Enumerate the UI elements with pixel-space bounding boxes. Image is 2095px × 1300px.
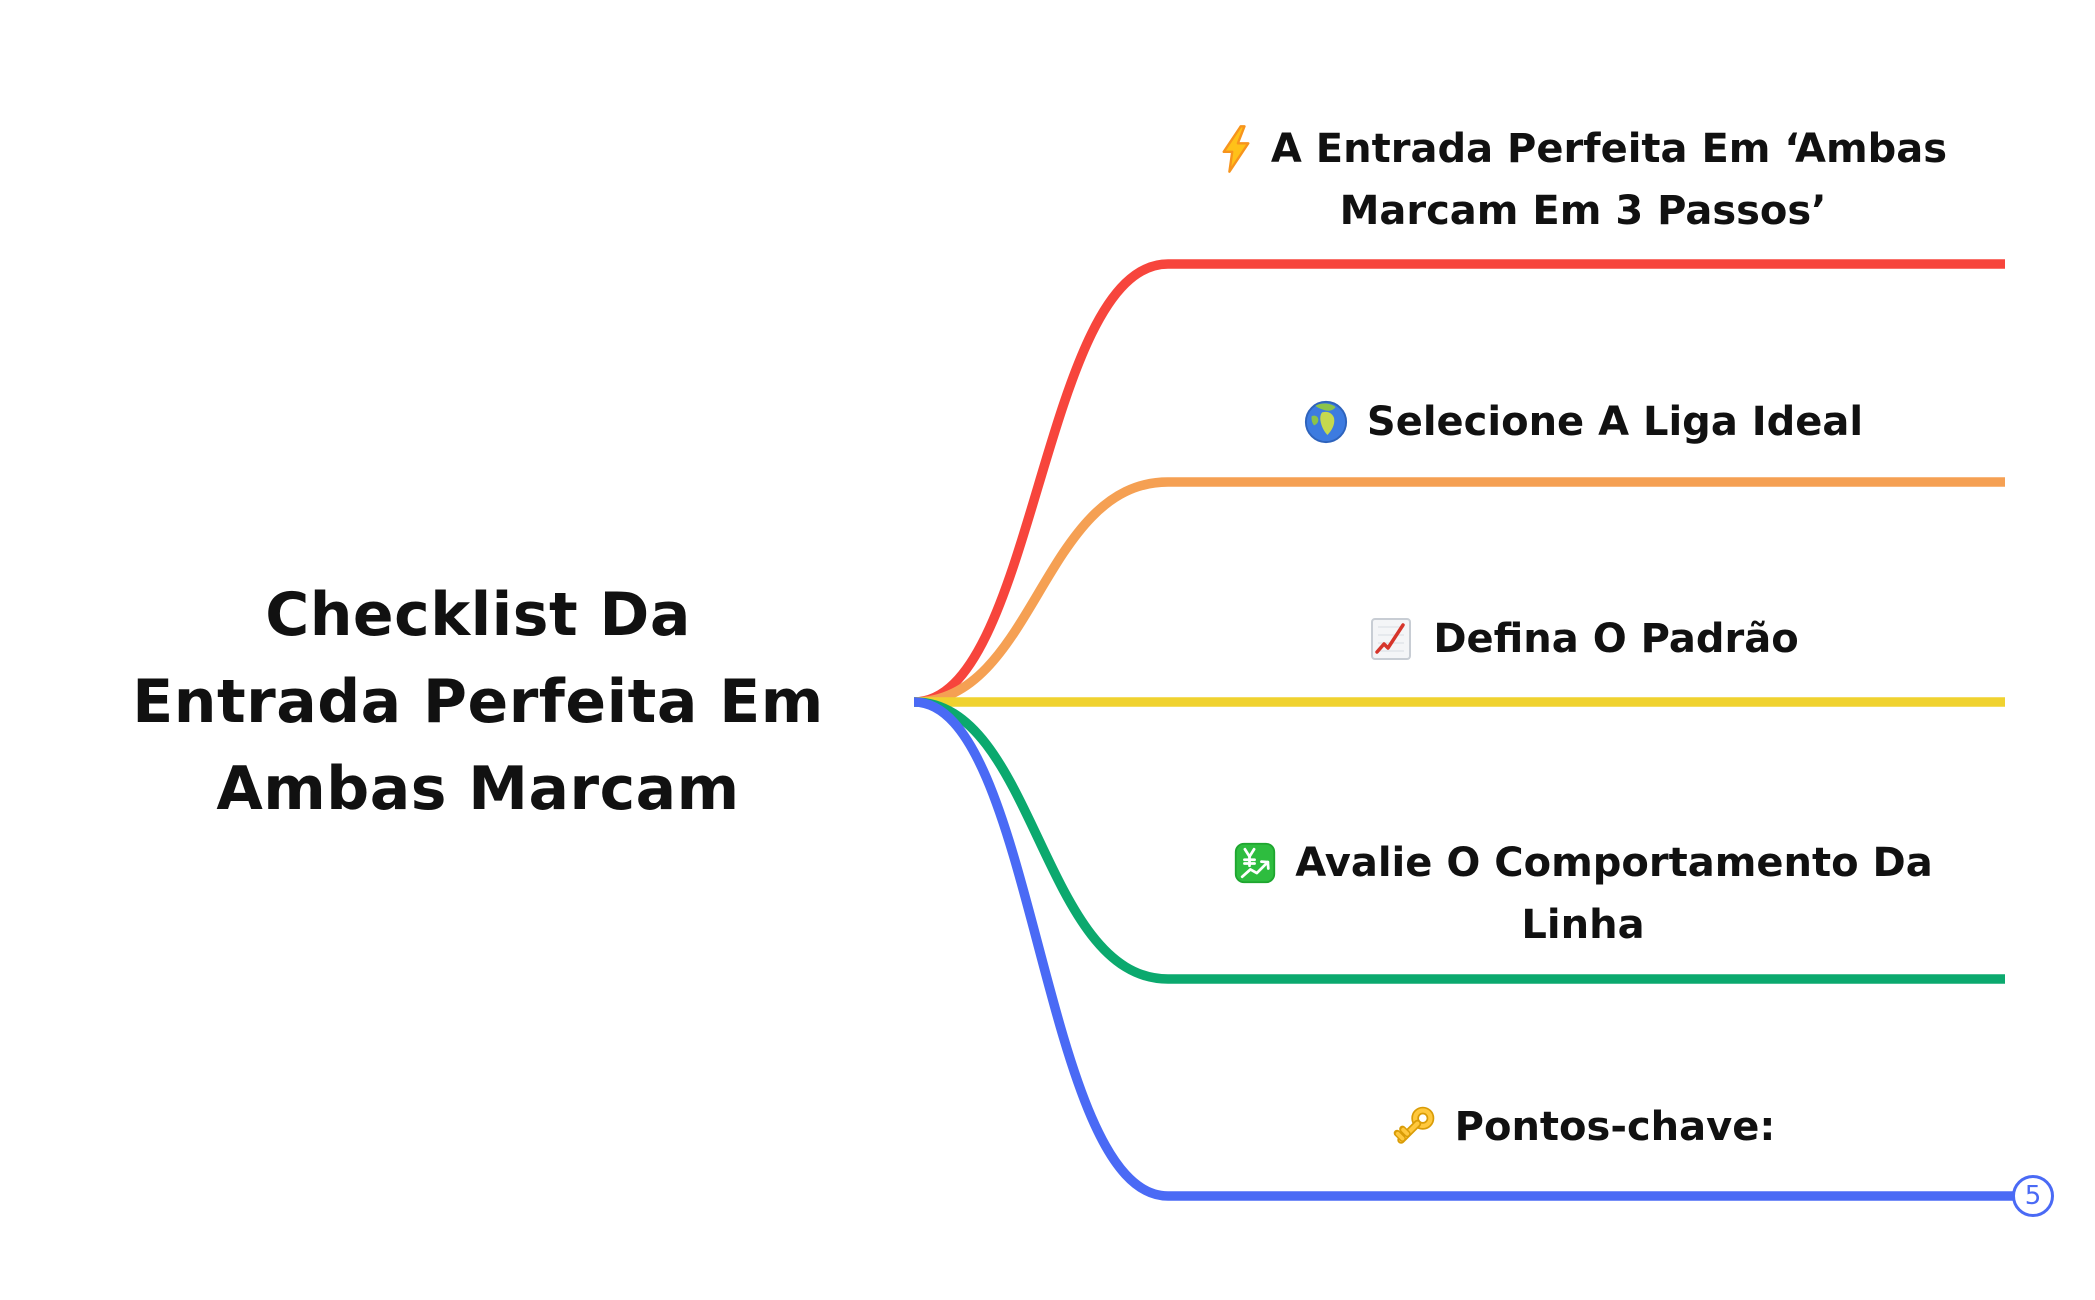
branch-4-text-2: Linha: [1521, 902, 1645, 948]
collapsed-count-badge[interactable]: 5: [2012, 1175, 2054, 1217]
lightning-icon: [1219, 123, 1253, 175]
branch-1-text-2: Marcam Em 3 Passos’: [1339, 188, 1827, 234]
branch-4-line-2: Linha: [1521, 894, 1644, 956]
branch-2-label[interactable]: Selecione A Liga Ideal: [1123, 391, 2043, 453]
central-topic[interactable]: Checklist Da Entrada Perfeita Em Ambas M…: [132, 580, 824, 824]
branch-1-text-1: A Entrada Perfeita Em ‘Ambas: [1270, 126, 1948, 172]
branch-1-connector: [913, 259, 2005, 707]
branch-3-label[interactable]: Defina O Padrão: [1123, 608, 2043, 670]
branch-5-connector: [913, 697, 2013, 1201]
branch-4-label[interactable]: Avalie O Comportamento Da Linha: [1123, 832, 2043, 956]
branch-2-connector: [913, 477, 2005, 707]
branch-2-text-1: Selecione A Liga Ideal: [1366, 399, 1864, 445]
branch-5-label[interactable]: Pontos-chave:: [1123, 1096, 2043, 1158]
branch-4-line-1: Avalie O Comportamento Da: [1233, 832, 1933, 894]
branch-3-line-1: Defina O Padrão: [1367, 608, 1799, 670]
branch-1-label[interactable]: A Entrada Perfeita Em ‘Ambas Marcam Em 3…: [1123, 118, 2043, 242]
branch-5-line-1: Pontos-chave:: [1391, 1096, 1776, 1158]
branch-5-text-1: Pontos-chave:: [1454, 1104, 1776, 1150]
branch-3-text-1: Defina O Padrão: [1433, 616, 1799, 662]
branch-1-line-2: Marcam Em 3 Passos’: [1340, 180, 1827, 242]
key-icon: [1391, 1104, 1437, 1150]
branch-4-connector: [913, 697, 2005, 984]
branch-1-line-1: A Entrada Perfeita Em ‘Ambas: [1219, 118, 1947, 180]
globe-icon: [1303, 399, 1349, 445]
chart-yen-icon: [1233, 841, 1277, 885]
chart-increasing-icon: [1367, 615, 1415, 663]
branch-2-line-1: Selecione A Liga Ideal: [1303, 391, 1863, 453]
branch-4-text-1: Avalie O Comportamento Da: [1295, 840, 1933, 886]
